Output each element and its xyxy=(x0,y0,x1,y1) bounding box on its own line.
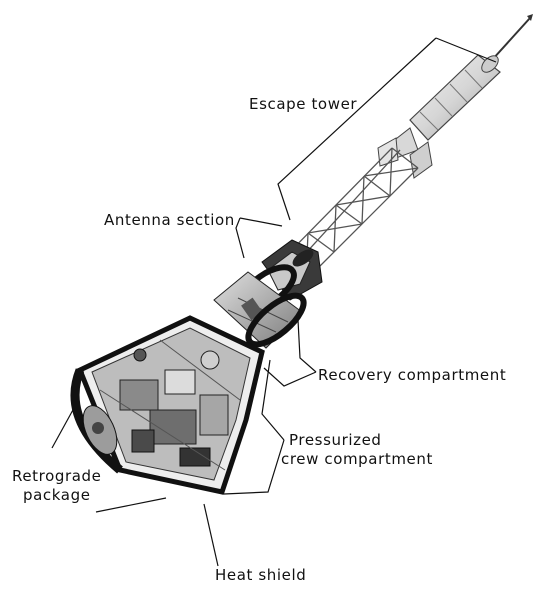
recovery-compartment xyxy=(213,271,307,349)
label-pressurized-line2: crew compartment xyxy=(281,450,433,468)
label-retrograde-line2: package xyxy=(23,486,91,504)
label-retrograde-line1: Retrograde xyxy=(12,467,102,485)
label-heat-shield: Heat shield xyxy=(215,566,307,584)
label-antenna-section: Antenna section xyxy=(104,211,235,229)
retrograde-package xyxy=(70,368,123,474)
label-escape-tower: Escape tower xyxy=(249,95,358,113)
crew-compartment xyxy=(76,315,265,495)
label-recovery-compartment: Recovery compartment xyxy=(318,366,507,384)
label-pressurized-line1: Pressurized xyxy=(289,431,382,449)
lattice-tower xyxy=(279,147,419,281)
leader-lines xyxy=(51,37,497,567)
escape-rocket xyxy=(377,14,533,179)
